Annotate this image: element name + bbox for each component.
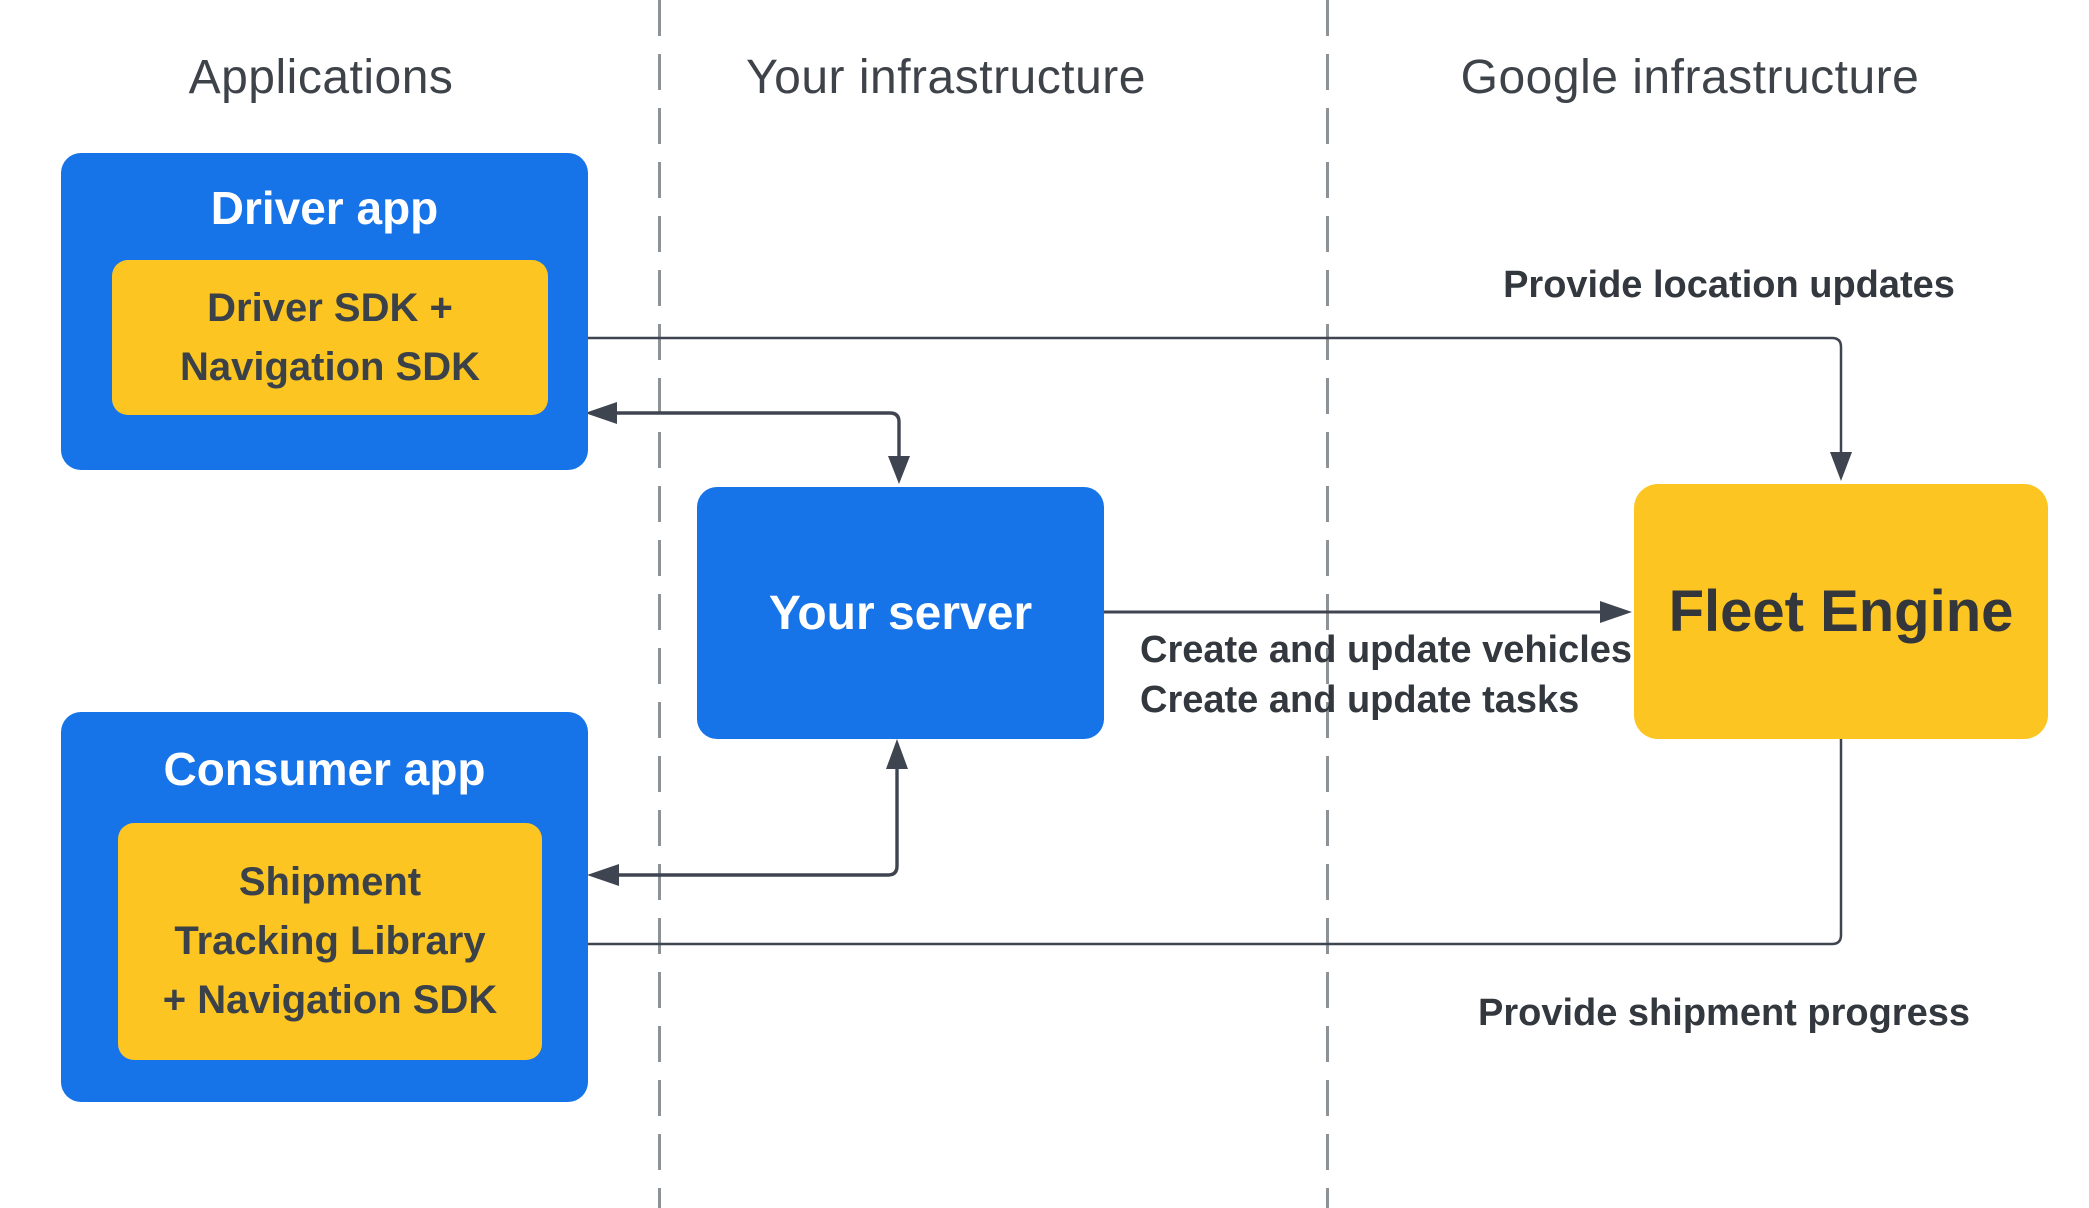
column-header-google-infrastructure: Google infrastructure <box>1460 51 1920 104</box>
shipment-tracking-library-node: Shipment Tracking Library + Navigation S… <box>118 823 542 1060</box>
edge-label-create-update-tasks: Create and update tasks <box>1140 679 1580 721</box>
edge-label-shipment-progress: Provide shipment progress <box>1477 992 1970 1034</box>
edge-label-create-update-vehicles: Create and update vehicles <box>1140 629 1633 671</box>
fleet-engine-node: Fleet Engine <box>1634 484 2048 739</box>
arrowhead-right-into-fleet-engine-icon <box>1600 601 1632 623</box>
column-header-your-infrastructure: Your infrastructure <box>746 51 1146 104</box>
tracking-library-line-1: Shipment <box>238 860 422 904</box>
arrowhead-up-into-your-server-icon <box>886 739 908 769</box>
tracking-library-line-3: + Navigation SDK <box>162 978 498 1022</box>
edge-your-server-consumer-app-line <box>618 768 899 877</box>
column-divider-left <box>658 0 661 1208</box>
driver-app-node: Driver app Driver SDK + Navigation SDK <box>61 153 588 470</box>
driver-sdk-line-2: Navigation SDK <box>179 344 481 389</box>
column-divider-right <box>1326 0 1329 1208</box>
your-server-title: Your server <box>768 586 1033 640</box>
your-server-node: Your server <box>697 487 1104 739</box>
driver-sdk-node: Driver SDK + Navigation SDK <box>112 260 548 415</box>
driver-app-title: Driver app <box>210 182 439 234</box>
consumer-app-title: Consumer app <box>163 743 486 795</box>
tracking-library-line-2: Tracking Library <box>174 919 486 963</box>
consumer-app-node: Consumer app Shipment Tracking Library +… <box>61 712 588 1102</box>
arrowhead-down-into-fleet-engine-icon <box>1830 452 1852 481</box>
edge-driver-app-your-server-line <box>615 411 901 456</box>
edge-label-create-update: Create and update vehicles Create and up… <box>1140 625 1632 725</box>
arrowhead-down-into-your-server-icon <box>888 456 910 484</box>
edge-label-location-updates: Provide location updates <box>1503 264 1955 306</box>
column-header-applications: Applications <box>188 51 454 104</box>
driver-sdk-line-1: Driver SDK + <box>207 285 453 330</box>
arrowhead-left-into-consumer-app-icon <box>587 864 619 886</box>
edge-shipment-progress-line <box>572 739 1843 946</box>
arrowhead-left-into-driver-app-icon <box>585 402 617 424</box>
fleet-engine-title: Fleet Engine <box>1668 579 2014 644</box>
edge-location-updates-line <box>578 336 1843 453</box>
